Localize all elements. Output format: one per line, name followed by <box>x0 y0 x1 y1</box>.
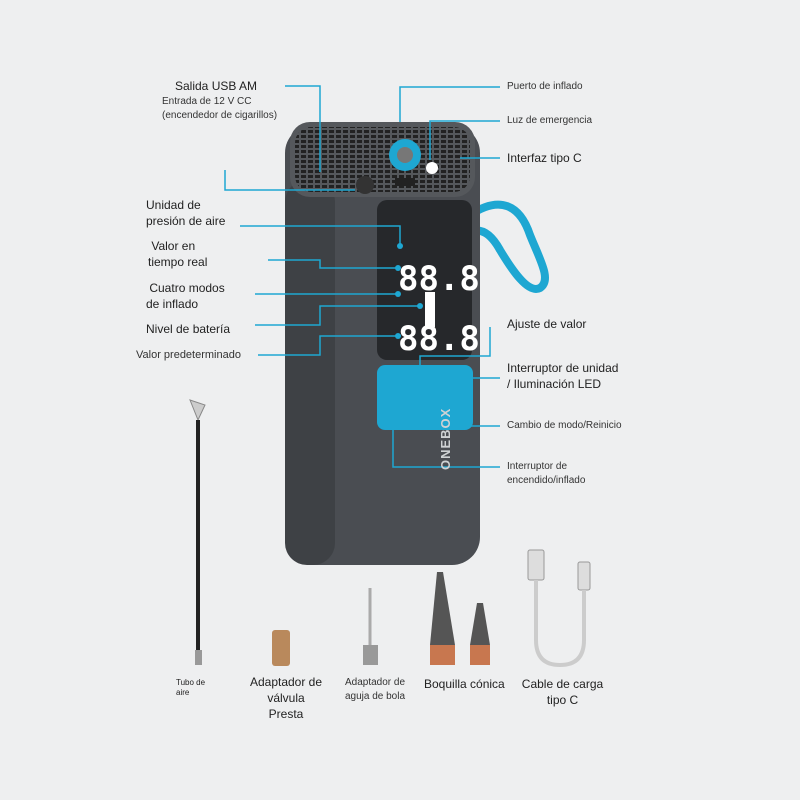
label-realtime: Valor en tiempo real <box>148 238 207 270</box>
label-pressure-unit: Unidad de presión de aire <box>146 197 225 229</box>
display-bottom: 88.8 <box>398 319 480 359</box>
l1: Adaptador de <box>344 677 406 688</box>
l1: Interruptor de unidad <box>507 361 619 375</box>
label-cable: Cable de carga tipo C <box>515 676 610 708</box>
l2: válvula <box>267 691 305 705</box>
brand-logo: ONEBOX <box>438 407 453 470</box>
type-c-cable <box>527 549 591 668</box>
l2: encendido/inflado <box>507 475 586 486</box>
presta-adapter <box>272 630 290 666</box>
label-dc-in-line2: (encendedor de cigarillos) <box>162 110 278 121</box>
label-unit-switch: Interruptor de unidad / Iluminación LED <box>507 360 618 392</box>
label-port: Puerto de inflado <box>507 81 583 92</box>
label-modes: Cuatro modos de inflado <box>146 280 225 312</box>
control-buttons <box>377 365 473 430</box>
label-needle: Adaptador de aguja de bola <box>335 676 415 704</box>
label-dc-in: Entrada de 12 V CC (encendedor de cigaril… <box>162 95 277 123</box>
l2: tiempo real <box>148 255 208 269</box>
display-top: 88.8 <box>398 259 480 299</box>
l2: presión de aire <box>146 214 226 228</box>
label-power: Interruptor de encendido/inflado <box>507 460 585 488</box>
ball-needle <box>363 588 378 665</box>
label-dc-in-line1: Entrada de 12 V CC <box>162 96 252 107</box>
l1: Cuatro modos <box>149 281 225 295</box>
l1: Valor en <box>151 239 196 253</box>
conical-nozzles <box>430 572 490 665</box>
label-preset: Valor predeterminado <box>136 349 241 361</box>
l2: de inflado <box>146 297 199 311</box>
usb-port <box>395 178 415 186</box>
label-adjust: Ajuste de valor <box>507 317 587 331</box>
l2: aire <box>176 688 190 697</box>
l3: Presta <box>268 707 304 721</box>
emergency-light <box>426 162 438 174</box>
l1: Tubo de <box>176 678 206 687</box>
label-cone: Boquilla cónica <box>424 677 505 691</box>
l1: Cable de carga <box>521 677 604 691</box>
l1: Interruptor de <box>507 461 568 472</box>
label-battery: Nivel de batería <box>146 322 231 336</box>
device-side <box>285 180 335 565</box>
l2: aguja de bola <box>344 691 406 702</box>
label-mode: Cambio de modo/Reinicio <box>507 420 622 431</box>
leader-lines <box>224 85 500 468</box>
label-typec: Interfaz tipo C <box>507 151 582 165</box>
l2: tipo C <box>546 693 579 707</box>
l1: Unidad de <box>146 198 201 212</box>
l1: Adaptador de <box>249 675 323 689</box>
wrist-strap <box>467 200 549 293</box>
air-tube <box>189 399 206 665</box>
label-light: Luz de emergencia <box>507 115 593 126</box>
label-usb-out: Salida USB AM <box>175 79 258 93</box>
l2: / Iluminación LED <box>507 377 602 391</box>
dc-input <box>356 176 374 194</box>
